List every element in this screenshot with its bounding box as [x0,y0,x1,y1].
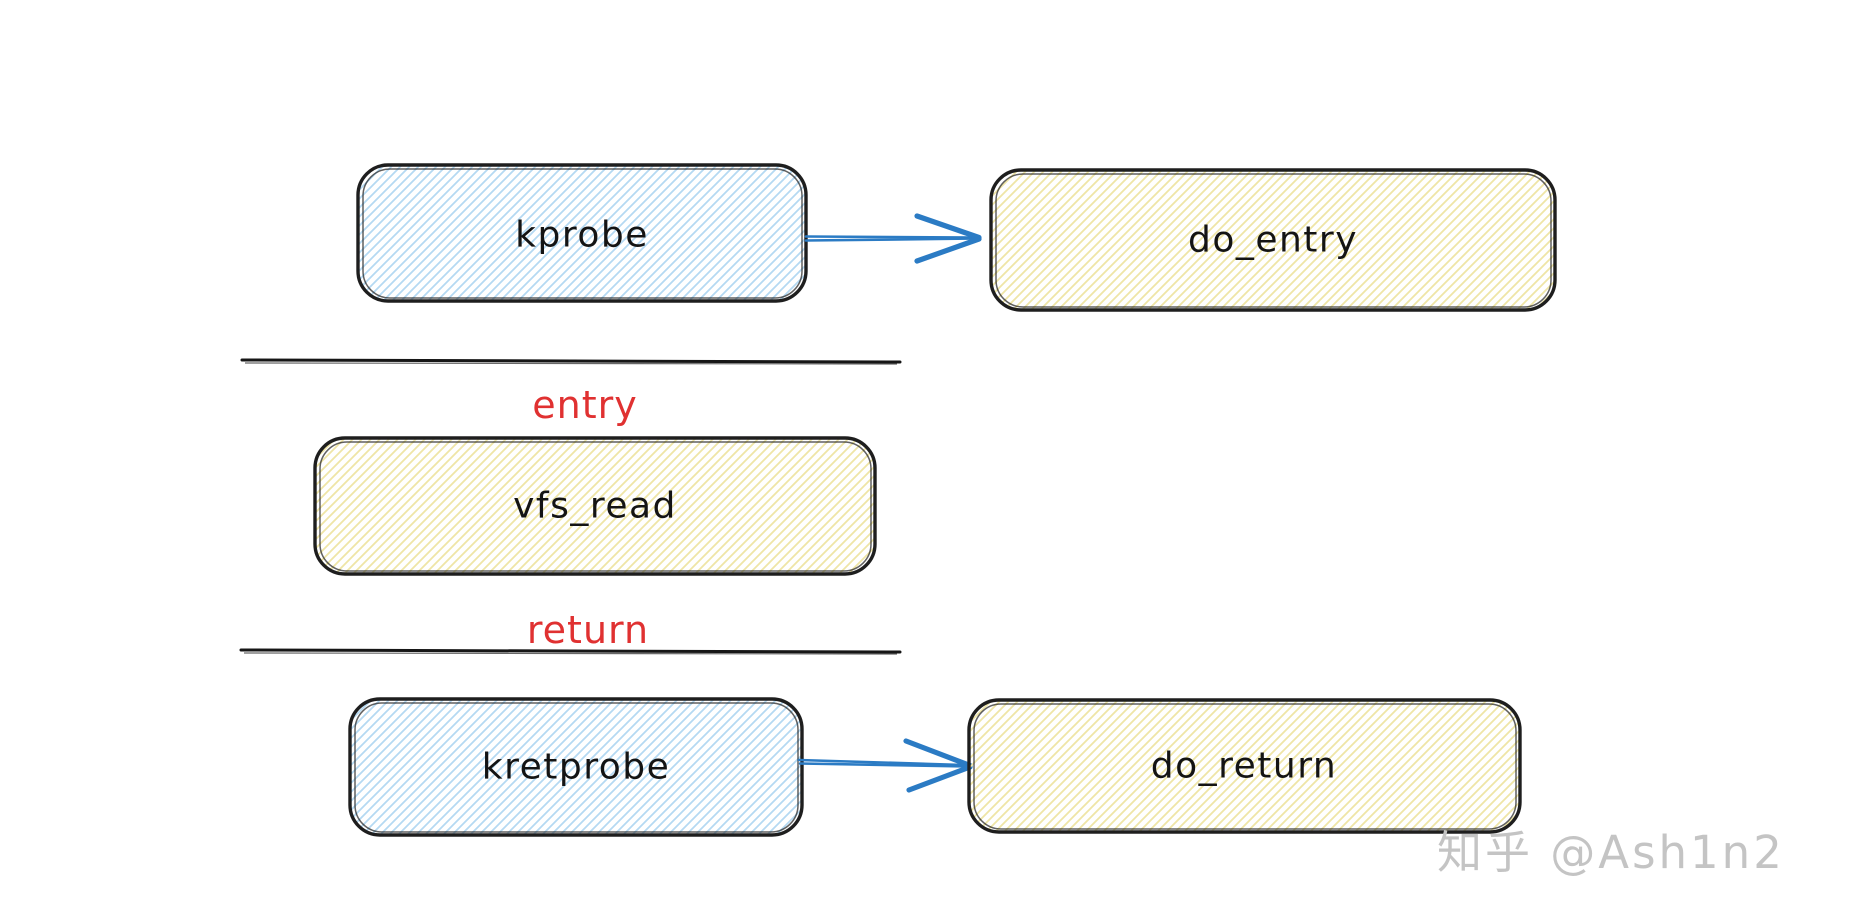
node-kretprobe-shape-echo [354,702,799,833]
divider-return-stroke [239,648,902,654]
watermark: 知乎 @Ash1n2 [1437,826,1785,879]
node-kretprobe-shape [348,697,804,837]
node-kprobe: kprobe [356,163,808,303]
node-do-return: do_return [967,698,1522,834]
arrow-kretprobe-shaft-1 [797,758,966,767]
divider-entry-line [240,358,902,365]
node-kprobe-shape-echo [362,168,803,299]
node-vfs-read-label: vfs_read [513,486,677,527]
divider-return-line [239,648,902,655]
node-do-return-label: do_return [1151,746,1337,787]
node-do-entry-shape-echo [995,173,1552,308]
arrow-kprobe-to-do-entry [804,213,982,264]
node-vfs-read-shape-echo [319,441,872,572]
node-kprobe-label: kprobe [515,215,649,256]
node-kretprobe-label: kretprobe [482,747,671,788]
arrow-kprobe-head-upper [914,213,982,241]
node-vfs-read: vfs_read [313,436,877,576]
node-do-return-shape [967,698,1522,834]
arrow-kprobe-head-lower [914,236,982,264]
arrow-kretprobe-to-do-return [797,738,973,793]
node-kprobe-shape [356,163,808,303]
node-do-entry: do_entry [989,168,1557,312]
node-do-entry-label: do_entry [1188,220,1358,261]
arrow-kretprobe-head-upper [903,738,973,769]
node-vfs-read-shape [313,436,877,576]
divider-return-stroke-echo [243,652,898,655]
arrow-kprobe-shaft-2 [804,237,979,242]
divider-entry-stroke [240,358,902,364]
arrow-kretprobe-shaft-2 [798,762,970,768]
section-label-entry: entry [532,383,637,427]
section-label-return: return [527,608,649,652]
node-do-return-shape-echo [973,703,1517,830]
arrow-kprobe-shaft-1 [804,235,975,239]
arrow-kretprobe-head-lower [906,764,973,793]
node-kretprobe: kretprobe [348,697,804,837]
node-do-entry-shape [989,168,1557,312]
divider-entry-stroke-echo [244,362,898,365]
